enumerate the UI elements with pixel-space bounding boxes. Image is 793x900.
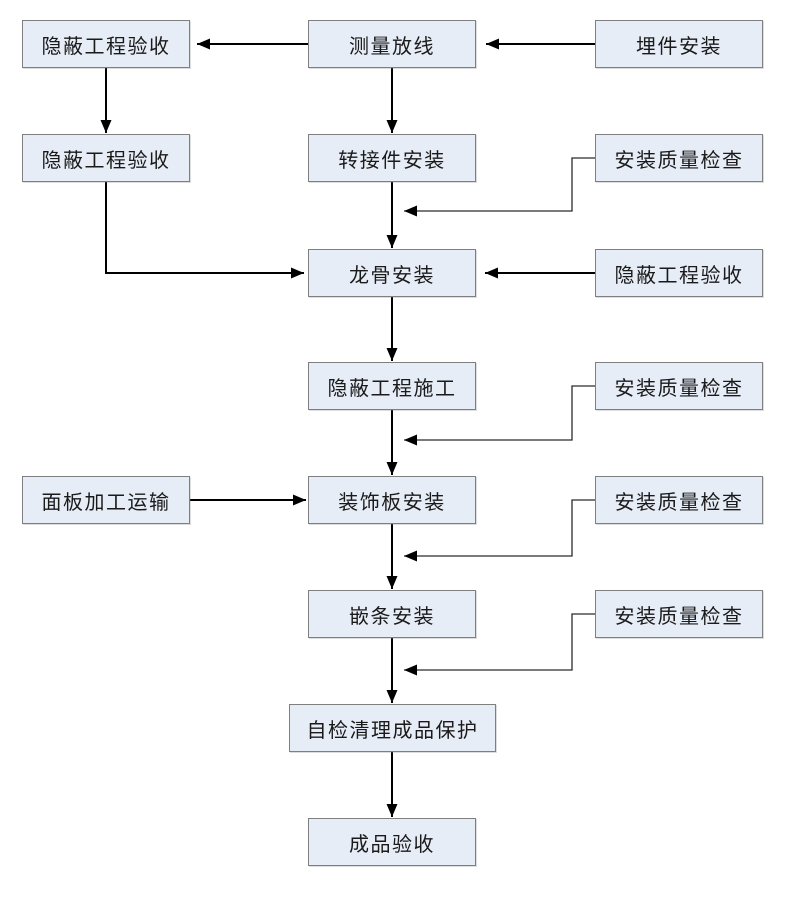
node-embedded-parts-installation: 埋件安装 [595, 20, 763, 68]
node-trim-strip-installation: 嵌条安装 [308, 590, 476, 638]
node-adapter-installation: 转接件安装 [308, 134, 476, 182]
connector-qc1-elbow [404, 157, 595, 217]
node-hidden-works-construction: 隐蔽工程施工 [308, 362, 476, 410]
connector-qc2-elbow [404, 385, 595, 446]
connector-hidden2-to-keel [105, 182, 304, 279]
node-self-check-cleanup-product-protection: 自检清理成品保护 [289, 704, 496, 752]
node-hidden-works-acceptance-2: 隐蔽工程验收 [22, 134, 190, 182]
node-decorative-panel-installation: 装饰板安装 [308, 476, 476, 524]
node-installation-quality-check-2: 安装质量检查 [595, 362, 763, 410]
connector-qc4-elbow [404, 613, 595, 676]
node-finished-product-acceptance: 成品验收 [308, 818, 476, 866]
connector-qc3-elbow [404, 499, 595, 562]
node-installation-quality-check-3: 安装质量检查 [595, 476, 763, 524]
node-keel-installation: 龙骨安装 [308, 249, 476, 297]
node-measurement-setting-out: 测量放线 [308, 20, 476, 68]
node-panel-processing-transport: 面板加工运输 [22, 476, 190, 524]
node-installation-quality-check-4: 安装质量检查 [595, 590, 763, 638]
node-hidden-works-acceptance-1: 隐蔽工程验收 [22, 20, 190, 68]
node-hidden-works-acceptance-3: 隐蔽工程验收 [595, 249, 763, 297]
node-installation-quality-check-1: 安装质量检查 [595, 134, 763, 182]
